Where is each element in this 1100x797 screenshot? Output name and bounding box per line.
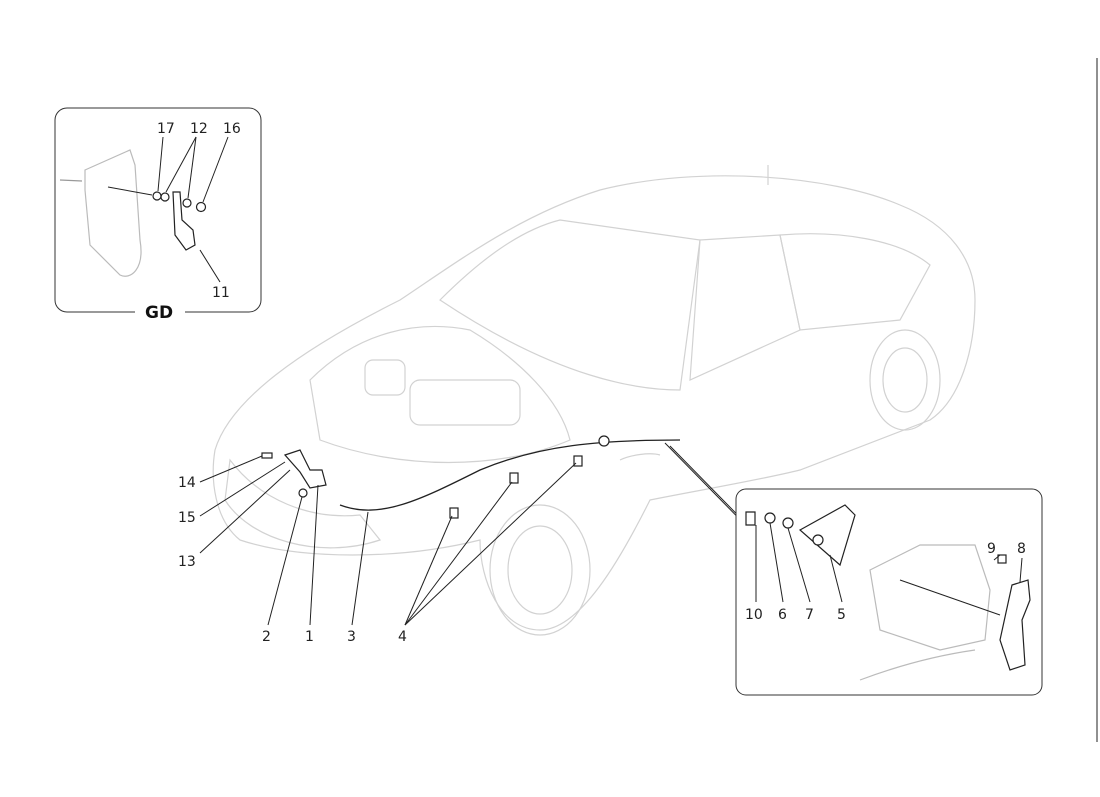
callout-4: 4	[398, 629, 407, 645]
release-cable	[339, 439, 681, 511]
screw	[261, 452, 273, 459]
inset-gd: GD 17 12 16 11	[54, 107, 262, 323]
callout-11: 11	[212, 285, 230, 301]
main-leaders	[199, 455, 577, 626]
callout-7: 7	[805, 607, 814, 623]
callout-17: 17	[157, 121, 175, 137]
callout-8: 8	[1017, 541, 1026, 557]
callout-12: 12	[190, 121, 208, 137]
inset-gd-title: GD	[145, 303, 173, 323]
callout-6: 6	[778, 607, 787, 623]
callout-5: 5	[837, 607, 846, 623]
inset-right: 10 6 7 5 9 8	[735, 488, 1043, 696]
car-outline	[212, 165, 976, 636]
nut	[298, 488, 308, 498]
callout-3: 3	[347, 629, 356, 645]
callout-16: 16	[223, 121, 241, 137]
callout-9: 9	[987, 541, 996, 557]
callout-13: 13	[178, 554, 196, 570]
hood-latch	[283, 449, 327, 489]
callout-2: 2	[262, 629, 271, 645]
callout-14: 14	[178, 475, 196, 491]
callout-1: 1	[305, 629, 314, 645]
callout-15: 15	[178, 510, 196, 526]
callout-10: 10	[745, 607, 763, 623]
